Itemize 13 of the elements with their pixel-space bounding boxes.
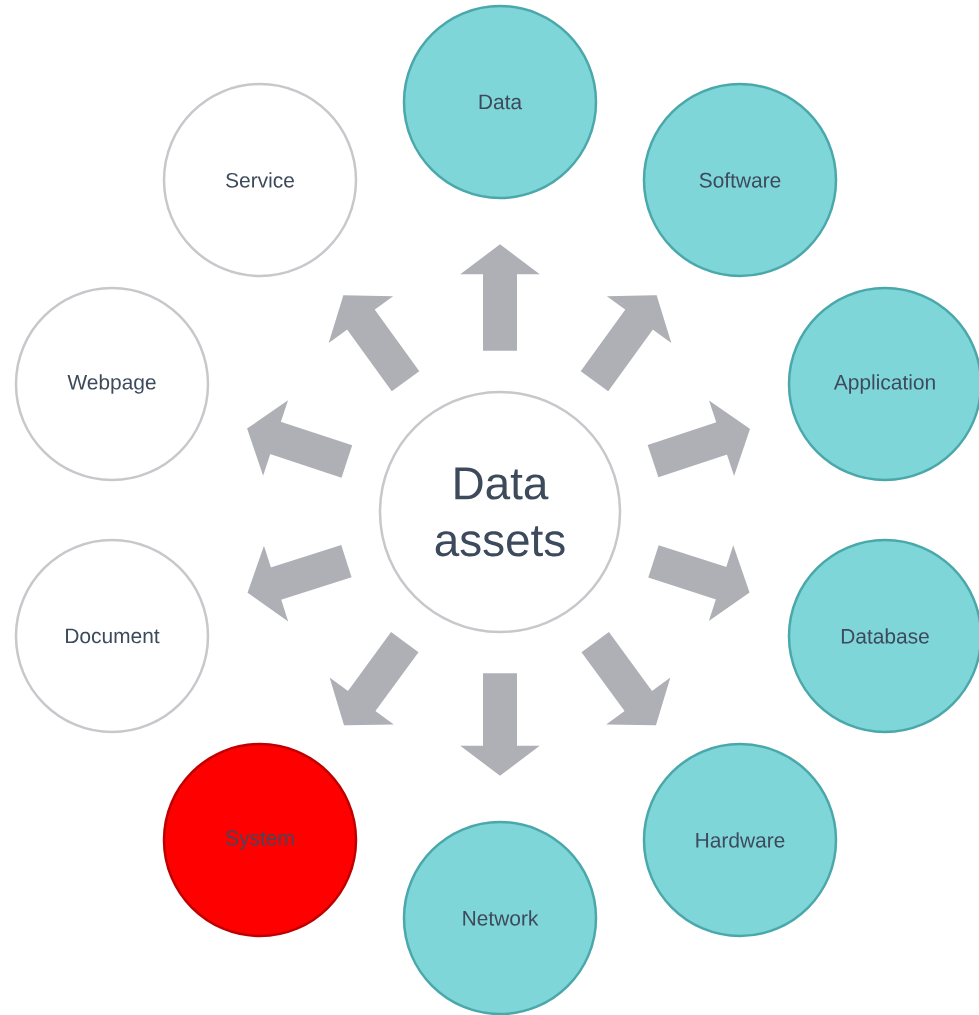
circle-node: Application [787,286,979,482]
circle-node: Service [162,82,358,278]
circle-node: Data [402,4,598,200]
circle-node: Webpage [14,286,210,482]
circle-node: Database [787,538,979,734]
circle-node: Document [14,538,210,734]
circle-node: Software [642,82,838,278]
block-arrow [581,632,671,726]
block-arrow [328,295,420,392]
circle-node: System [162,742,358,938]
circle-node: Network [402,820,598,1015]
circle-node: Hardware [642,742,838,938]
block-arrow [647,400,750,478]
